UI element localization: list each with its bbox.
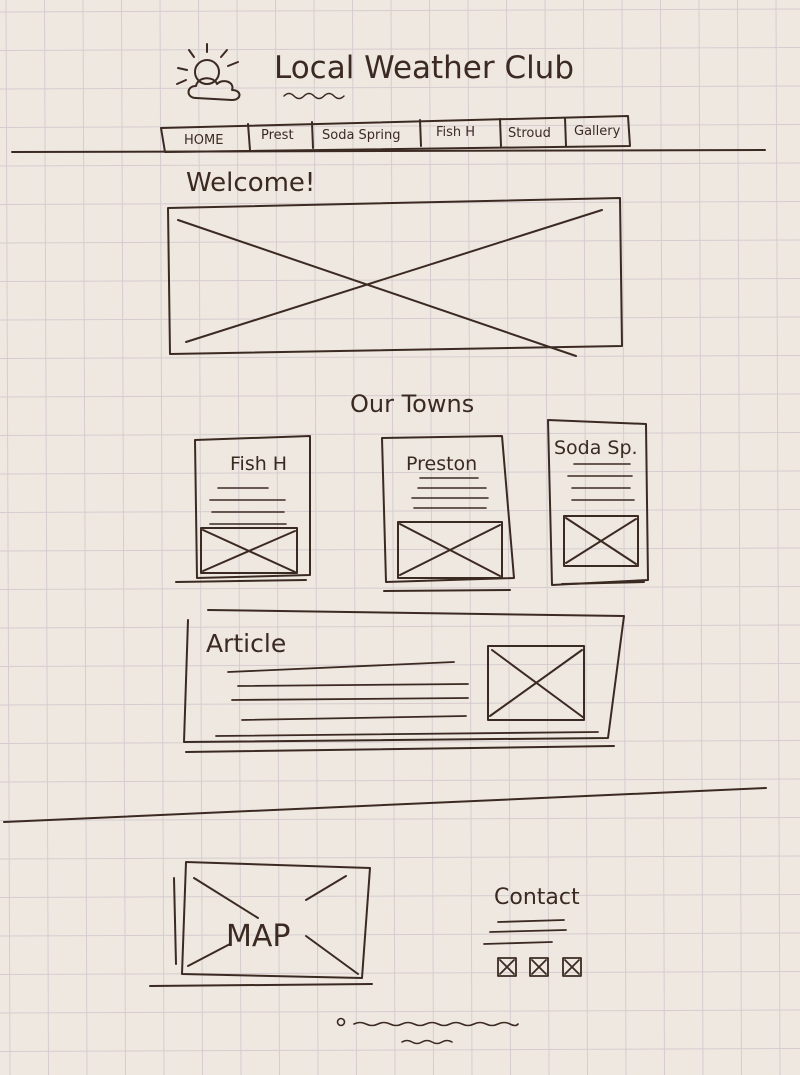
social-icon-1[interactable] [497,957,517,977]
map-placeholder[interactable]: MAP [149,861,373,987]
card-text-lines [567,463,635,501]
town-card-title: Soda Sp. [554,437,638,459]
article-heading: Article [206,629,286,658]
article-text-lines [215,661,599,737]
site-header: Local Weather Club [176,43,574,101]
title-underline-scribble [283,92,345,100]
town-card-preston[interactable]: Preston [381,435,515,592]
town-card-title: Preston [406,453,477,475]
card-text-lines [411,477,489,509]
towns-heading: Our Towns [350,390,474,418]
nav-item-gallery[interactable]: Gallery [574,124,621,139]
nav-item-home[interactable]: HOME [184,133,223,148]
footer-divider [3,787,767,823]
contact-heading: Contact [494,885,580,910]
welcome-section: Welcome! [167,168,623,357]
card-image-placeholder [397,521,503,579]
site-title[interactable]: Local Weather Club [274,50,574,86]
copyright-line [336,1017,519,1045]
sun-cloud-icon [176,43,241,101]
card-image-placeholder [200,527,298,574]
nav-item-soda-spring[interactable]: Soda Spring [322,128,401,143]
welcome-heading: Welcome! [186,168,315,198]
nav-separators [247,117,567,151]
social-icon-3[interactable] [562,957,582,977]
map-label: MAP [226,919,291,954]
header-divider [11,149,766,153]
card-text-lines [209,487,287,525]
social-icon-2[interactable] [529,957,549,977]
nav-item-fish-haven[interactable]: Fish H [436,125,475,140]
town-card-soda-springs[interactable]: Soda Sp. [547,419,649,586]
nav-item-preston[interactable]: Prest [261,128,294,143]
main-nav: HOME Prest Soda Spring Fish H Stroud Gal… [11,115,766,153]
contact-text-lines [483,919,567,945]
hero-image-placeholder [167,197,623,357]
site-footer: MAP Contact [3,787,767,1045]
contact-block: Contact [483,885,582,977]
card-image-placeholder [563,515,639,567]
article-section[interactable]: Article [183,609,625,753]
towns-section: Our Towns Fish H Preston [175,390,649,592]
nav-bar-outline [160,115,631,153]
nav-item-stroud[interactable]: Stroud [508,126,551,141]
article-image-placeholder [487,645,585,721]
town-card-title: Fish H [230,453,287,475]
town-card-fish-haven[interactable]: Fish H [175,435,311,583]
